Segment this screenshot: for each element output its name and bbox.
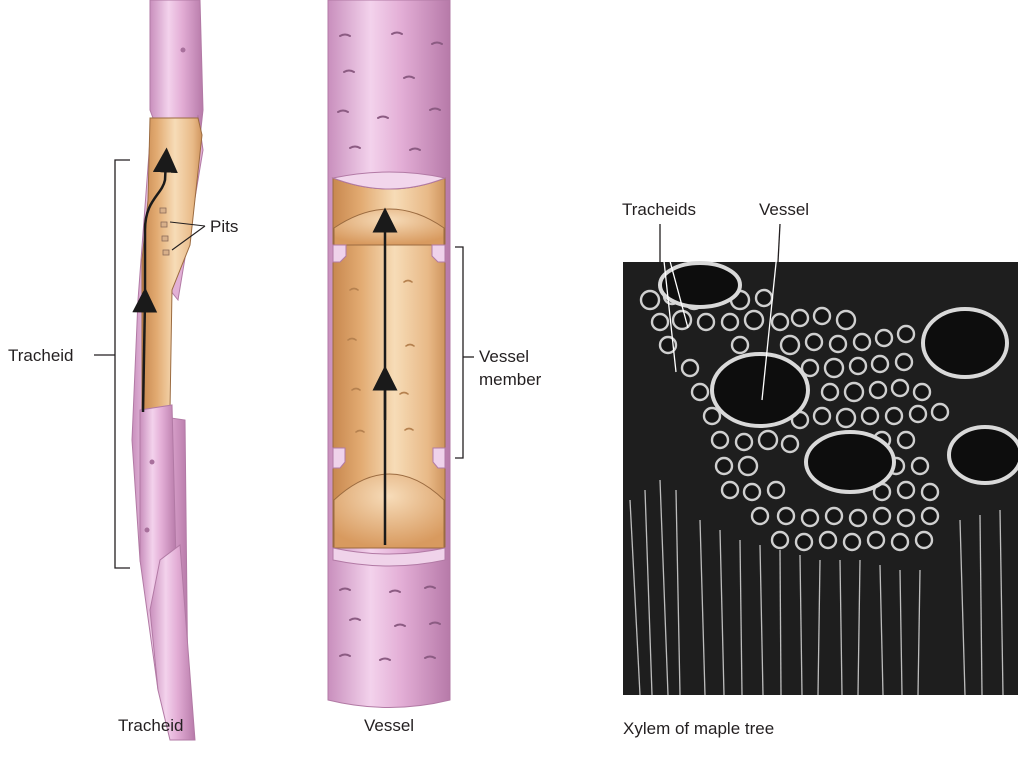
- label-tracheid: Tracheid: [8, 345, 74, 366]
- label-vessel-member-line2: member: [479, 369, 541, 390]
- tracheid-lumen: [142, 118, 202, 410]
- vessel-diagram: [328, 0, 474, 708]
- caption-vessel: Vessel: [364, 715, 414, 736]
- vessel-member-bracket: [455, 247, 463, 458]
- tracheid-bracket: [115, 160, 130, 568]
- tracheid-lower-cell: [150, 545, 195, 740]
- tracheid-diagram: [94, 0, 205, 740]
- caption-tracheid: Tracheid: [118, 715, 184, 736]
- label-vessel-member-line1: Vessel: [479, 346, 529, 367]
- label-micro-tracheids: Tracheids: [622, 199, 696, 220]
- xylem-micrograph: [623, 224, 1018, 695]
- caption-micrograph: Xylem of maple tree: [623, 718, 774, 739]
- label-micro-vessel: Vessel: [759, 199, 809, 220]
- label-pits: Pits: [210, 216, 238, 237]
